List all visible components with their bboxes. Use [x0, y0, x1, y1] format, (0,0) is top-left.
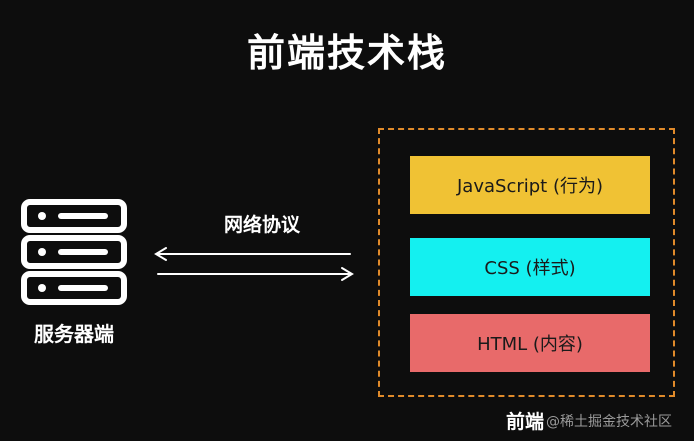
- frontend-frame: [378, 128, 675, 397]
- layer-css-label: CSS (样式): [484, 258, 576, 279]
- frontend-label: 前端: [506, 411, 545, 433]
- layer-html-label: HTML (内容): [477, 334, 583, 355]
- server-label: 服务器端: [34, 322, 114, 346]
- layer-javascript-label: JavaScript (行为): [457, 176, 603, 197]
- arrow-to-frontend-head: [341, 267, 354, 281]
- server-icon: [21, 199, 127, 305]
- watermark: @稀土掘金技术社区: [546, 414, 672, 430]
- layer-css: CSS (样式): [410, 238, 650, 296]
- arrow-to-server-head: [154, 247, 167, 261]
- layer-javascript: JavaScript (行为): [410, 156, 650, 214]
- bidirectional-arrows: [154, 247, 354, 281]
- layer-html: HTML (内容): [410, 314, 650, 372]
- diagram-title: 前端技术栈: [246, 31, 447, 75]
- protocol-label: 网络协议: [223, 214, 300, 236]
